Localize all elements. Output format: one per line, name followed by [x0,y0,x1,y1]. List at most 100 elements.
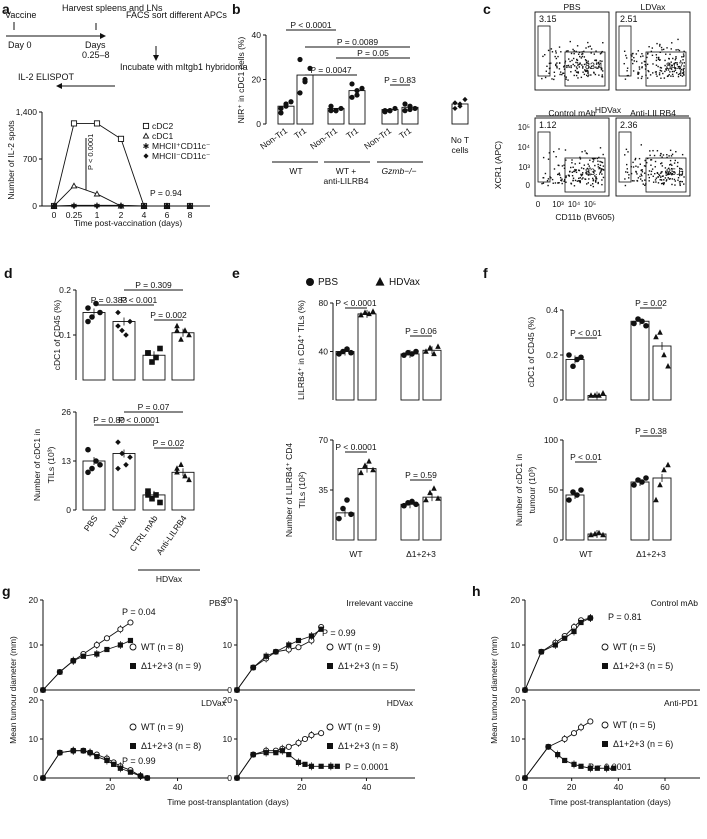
g-ld-ytick-label: 0 [33,773,38,783]
a-ytick-label: 1,400 [16,107,38,117]
g-irr-pval: P = 0.99 [322,628,356,638]
f-top-dot [643,322,649,329]
c-event [561,73,563,76]
c-event [570,71,572,73]
c-plot-frame [534,117,610,197]
c-event [625,57,628,59]
c-event [674,159,677,162]
c-event [576,59,579,62]
b-dot [402,108,408,114]
f-top-ytick-label: 0.4 [546,305,558,315]
g-pbs-point [127,619,134,626]
c-event [683,65,685,67]
a-point [141,203,147,209]
e-top-dot [435,343,441,349]
g-irr-line-1 [236,628,322,691]
e-top-dot [366,310,372,317]
c-event [670,75,672,77]
b-group-label: WT + [336,166,356,176]
c-event [633,56,635,59]
c-event [650,159,653,161]
a-point [94,203,100,209]
g-xlabel: Time post-transplantation (days) [167,797,289,807]
c-event [681,180,684,183]
d-bottom-dot [174,469,180,475]
e-top-ylabel: LILRB4⁺ in CD4⁺ TILs (%) [296,300,306,400]
c-event [683,67,685,70]
f-top-dot [639,318,645,325]
a-point [70,120,78,127]
panel-label-g: g [2,583,11,599]
e-pval-3: P < 0.0001 [335,442,376,452]
b-pval-5: P = 0.83 [384,75,416,85]
g-hd-line-0 [236,732,322,779]
g-irr-ytick-label: 0 [227,685,232,695]
c-event [576,67,578,70]
g-pbs-ytick-label: 10 [29,640,39,650]
e-bottom-bar [357,468,377,541]
g-ld-xtick-label: 20 [106,782,116,792]
c-event [598,65,600,68]
d-bottom-ytick-label: 13 [62,456,72,466]
c-event [644,159,646,162]
d-bottom-ylabel: Number of cDC1 in [32,429,42,502]
c-event [571,171,573,173]
c-plot-frame [615,11,691,91]
a-xtick-label: 0.25 [66,210,83,220]
c-event [671,42,673,44]
c-event [560,179,562,182]
c-event [569,60,571,63]
d-top-ytick-label: 0.2 [59,285,71,295]
g-hd-legend-label: WT (n = 9) [338,722,381,732]
c-event [574,168,576,171]
c-event [580,57,583,59]
c-event [667,172,670,174]
f-xtick-label: WT [579,549,592,559]
c-event [650,50,653,53]
d-bottom-dot [157,499,163,506]
c-gate-value: 2.51 [620,14,638,24]
c-event [592,185,595,188]
b-dot [452,105,458,112]
e-bottom-ylabel: Number of LILRB4⁺ CD4 [284,443,294,538]
c-event [674,69,677,71]
c-event [649,74,652,76]
c-event [592,159,595,161]
c-event [657,65,659,68]
h-pd1-legend-label: Δ1+2+3 (n = 6) [613,739,673,749]
f-bottom-ytick-label: 50 [549,485,559,495]
b-dot [457,103,463,109]
c-event [586,69,589,72]
c-event [545,70,548,72]
c-event [580,76,583,79]
c-event [640,173,642,175]
c-event [639,163,641,165]
c-event [673,171,675,174]
c-event [675,56,677,58]
c-event [565,176,567,179]
c-event [555,156,557,158]
e-bottom-dot [427,489,433,496]
c-event [663,179,665,181]
panel-a-schematic: Vaccine Day 0 Harvest spleens and LNs Da… [5,3,248,89]
f-pval-2: P = 0.02 [635,298,667,308]
c-event [679,184,681,187]
c-event [586,172,588,174]
c-gate-xcr1 [618,131,632,183]
c-event [577,71,580,73]
c-event [627,151,629,153]
a-xtick-label: 2 [119,210,124,220]
c-event [559,176,562,179]
d-bottom-ytick-label: 26 [62,407,72,417]
d-bottom-dot [186,476,192,483]
c-event [648,176,651,179]
g-pbs-legend-label: WT (n = 8) [141,642,184,652]
c-event [641,53,643,55]
c-event [542,55,544,58]
c-ytick-label: 0 [526,181,531,190]
d-bottom-dot [115,439,121,445]
d-top-dot [145,350,151,356]
d-xtick-label: CTRL mAb [128,513,160,553]
b-xtick-label: cells [451,145,468,155]
c-event [585,171,587,174]
